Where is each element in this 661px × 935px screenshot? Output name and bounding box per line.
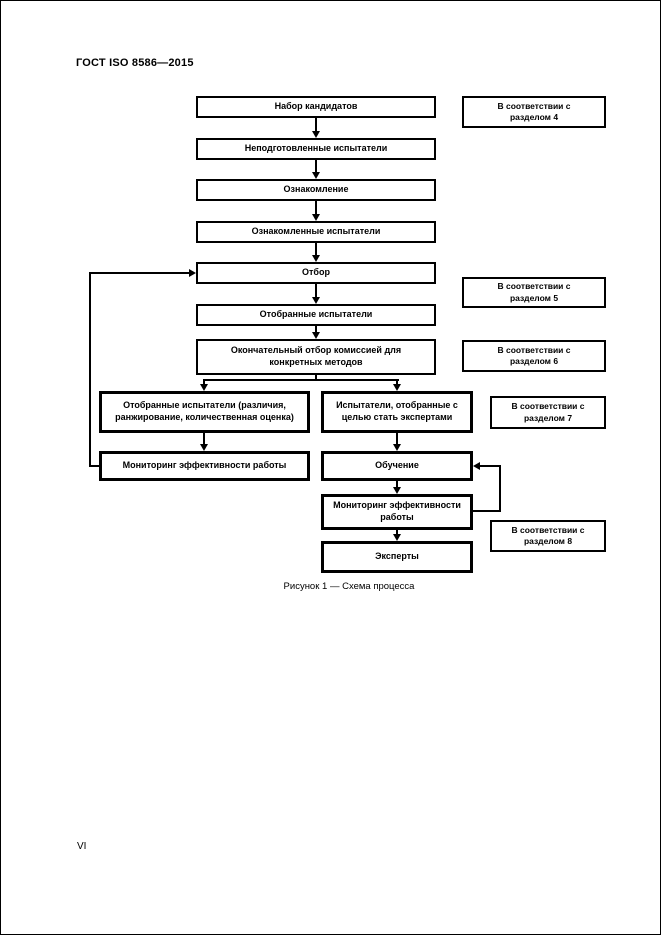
arrow-down <box>311 326 321 339</box>
feedback-line <box>89 272 91 467</box>
flow-box-selected-for-methods: Отобранные испытатели (различия, ранжиро… <box>99 391 310 433</box>
flow-box-label: Окончательный отбор комиссией для конкре… <box>230 345 402 367</box>
arrow-down <box>311 243 321 262</box>
arrow-down <box>392 481 402 494</box>
flow-box-monitoring-right: Мониторинг эффективности работы <box>321 494 473 530</box>
section-note-label: В соответствии с разделом 5 <box>497 281 571 303</box>
flow-box-experts: Эксперты <box>321 541 473 573</box>
section-note-7: В соответствии с разделом 7 <box>490 396 606 429</box>
flow-box-final-selection: Окончательный отбор комиссией для конкре… <box>196 339 436 375</box>
section-note-6: В соответствии с разделом 6 <box>462 340 606 372</box>
arrow-down <box>392 381 402 391</box>
arrow-left <box>473 462 480 470</box>
flow-box-training: Обучение <box>321 451 473 481</box>
arrow-down <box>199 381 209 391</box>
connector-line <box>315 375 317 381</box>
feedback-line <box>499 465 501 512</box>
flow-box-label: Ознакомленные испытатели <box>251 226 381 237</box>
flow-box-label: Испытатели, отобранные с целью стать экс… <box>336 400 458 422</box>
connector-line <box>203 379 399 381</box>
section-note-label: В соответствии с разделом 7 <box>511 401 585 423</box>
section-note-label: В соответствии с разделом 4 <box>497 100 571 122</box>
arrow-down <box>311 284 321 304</box>
flow-box-familiarization: Ознакомление <box>196 179 436 201</box>
flow-box-label: Эксперты <box>375 551 419 562</box>
feedback-line <box>89 465 99 467</box>
flow-box-selected-assessors: Отобранные испытатели <box>196 304 436 326</box>
flow-box-selected-to-become-experts: Испытатели, отобранные с целью стать экс… <box>321 391 473 433</box>
flow-box-monitoring-left: Мониторинг эффективности работы <box>99 451 310 481</box>
flow-box-label: Отобранные испытатели (различия, ранжиро… <box>115 400 294 422</box>
flow-box-candidates: Набор кандидатов <box>196 96 436 118</box>
flow-box-untrained-assessors: Неподготовленные испытатели <box>196 138 436 160</box>
flow-box-label: Ознакомление <box>283 184 349 195</box>
arrow-down <box>199 433 209 451</box>
arrow-right <box>189 269 196 277</box>
document-header: ГОСТ ISO 8586—2015 <box>76 57 194 69</box>
flow-box-label: Мониторинг эффективности работы <box>333 500 461 522</box>
flow-box-selection: Отбор <box>196 262 436 284</box>
feedback-line <box>480 465 501 467</box>
arrow-down <box>311 118 321 138</box>
section-note-4: В соответствии с разделом 4 <box>462 96 606 128</box>
figure-caption: Рисунок 1 — Схема процесса <box>283 581 415 592</box>
section-note-label: В соответствии с разделом 8 <box>511 524 585 546</box>
flow-box-familiarized-assessors: Ознакомленные испытатели <box>196 221 436 243</box>
flow-box-label: Набор кандидатов <box>274 101 358 112</box>
feedback-line <box>473 510 501 512</box>
arrow-down <box>311 201 321 221</box>
section-note-8: В соответствии с разделом 8 <box>490 520 606 552</box>
arrow-down <box>392 433 402 451</box>
section-note-5: В соответствии с разделом 5 <box>462 277 606 308</box>
flow-box-label: Отобранные испытатели <box>259 309 373 320</box>
arrow-down <box>392 530 402 541</box>
page-number: VI <box>77 841 87 852</box>
section-note-label: В соответствии с разделом 6 <box>497 344 571 366</box>
flow-box-label: Обучение <box>375 460 419 471</box>
flow-box-label: Неподготовленные испытатели <box>244 143 388 154</box>
flow-box-label: Мониторинг эффективности работы <box>122 460 287 471</box>
feedback-line <box>89 272 189 274</box>
arrow-down <box>311 160 321 179</box>
flow-box-label: Отбор <box>302 267 330 278</box>
